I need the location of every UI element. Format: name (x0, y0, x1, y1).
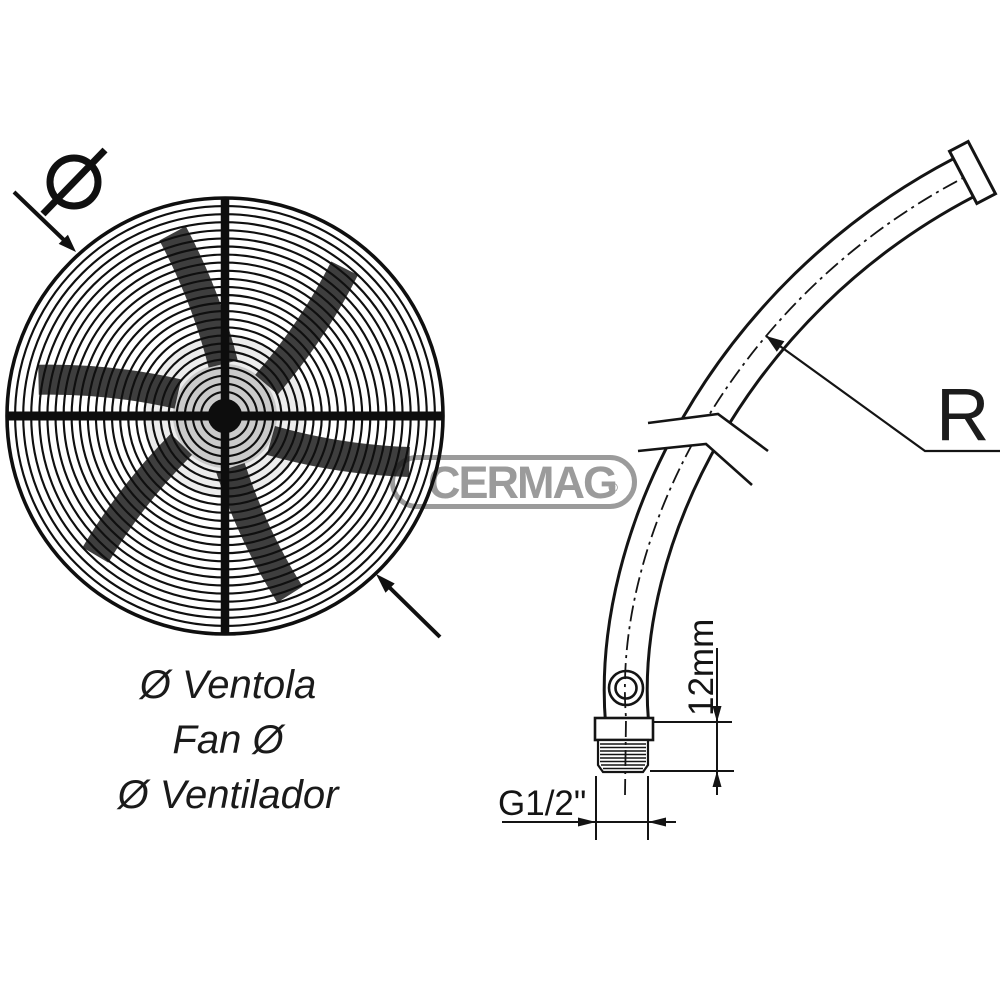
fan-label-italian: Ø Ventola (139, 663, 317, 707)
spout-hole-inner (614, 676, 638, 700)
fan-hub (208, 399, 242, 433)
thread-length-label: 12mm (682, 618, 721, 716)
thread-hatching (600, 743, 646, 770)
thread-size-label: G1/2" (498, 784, 587, 823)
thread-collar (593, 716, 655, 742)
watermark-logo: CERMAG ® (390, 455, 637, 509)
diameter-symbol (40, 147, 108, 217)
fan-label-spanish: Ø Ventilador (117, 773, 339, 817)
dim-thread-length (650, 648, 734, 795)
fan-diameter-labels: Ø Ventola Fan Ø Ø Ventilador (28, 658, 428, 823)
spout-end-fitting (947, 139, 998, 206)
dim-thread-size (502, 776, 676, 840)
break-gap (638, 414, 768, 485)
diameter-arrow (12, 190, 76, 252)
fan-pointer-arrow (376, 574, 442, 639)
registered-trademark-icon: ® (608, 480, 618, 495)
fan-front-view (5, 196, 445, 636)
spout-tube-body (605, 160, 973, 724)
watermark-text: CERMAG (428, 457, 618, 508)
spout-side-view (593, 139, 998, 796)
break-line-lower (637, 442, 753, 486)
bend-radius-label: R (936, 373, 990, 456)
break-line-upper (647, 412, 769, 453)
spout-hole-outer (607, 669, 645, 707)
fan-label-english: Fan Ø (172, 718, 284, 762)
radius-leader (765, 335, 1000, 453)
